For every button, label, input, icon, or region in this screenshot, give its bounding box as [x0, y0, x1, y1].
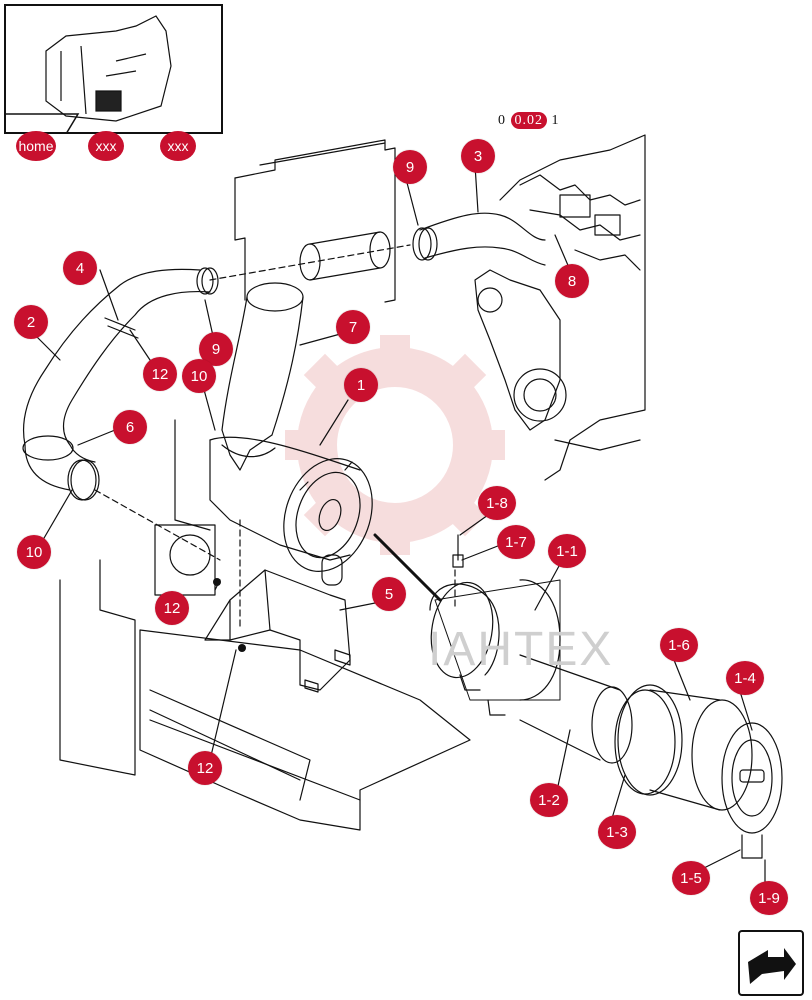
callout-10-upper[interactable]: 10: [182, 359, 216, 393]
callout-1-3[interactable]: 1-3: [598, 815, 636, 849]
callout-12-lower[interactable]: 12: [188, 751, 222, 785]
callout-1-1[interactable]: 1-1: [548, 534, 586, 568]
next-page-button[interactable]: [738, 930, 804, 996]
ref-prefix: 0: [498, 113, 506, 128]
breadcrumb-xxx-1[interactable]: xxx: [88, 131, 124, 161]
watermark-text: IAHTEX: [428, 623, 614, 676]
callout-7[interactable]: 7: [336, 310, 370, 344]
callout-1-9[interactable]: 1-9: [750, 881, 788, 915]
callout-12-hose[interactable]: 12: [143, 357, 177, 391]
callout-1-8[interactable]: 1-8: [478, 486, 516, 520]
panel-outline: [234, 139, 396, 303]
home-button[interactable]: home: [16, 131, 56, 161]
callout-1[interactable]: 1: [344, 368, 378, 402]
callout-3[interactable]: 3: [461, 139, 495, 173]
callout-6[interactable]: 6: [113, 410, 147, 444]
callout-1-7[interactable]: 1-7: [497, 525, 535, 559]
bolt-icon: [213, 578, 246, 652]
callout-2[interactable]: 2: [14, 305, 48, 339]
reference-link[interactable]: 0 0.02 1: [498, 112, 560, 129]
watermark-gear-icon: [285, 335, 505, 555]
callout-4[interactable]: 4: [63, 251, 97, 285]
callout-1-4[interactable]: 1-4: [726, 661, 764, 695]
callout-8[interactable]: 8: [555, 264, 589, 298]
ref-suffix: 1: [551, 113, 560, 128]
arrow-next-icon: [748, 948, 796, 984]
callout-9-top[interactable]: 9: [393, 150, 427, 184]
callout-12-bolt[interactable]: 12: [155, 591, 189, 625]
callout-5[interactable]: 5: [372, 577, 406, 611]
callout-1-6[interactable]: 1-6: [660, 628, 698, 662]
callout-10-lower[interactable]: 10: [17, 535, 51, 569]
breadcrumb-xxx-2[interactable]: xxx: [160, 131, 196, 161]
machine-thumbnail: [4, 4, 223, 134]
callout-1-5[interactable]: 1-5: [672, 861, 710, 895]
callout-1-2[interactable]: 1-2: [530, 783, 568, 817]
ref-code: 0.02: [510, 112, 547, 129]
